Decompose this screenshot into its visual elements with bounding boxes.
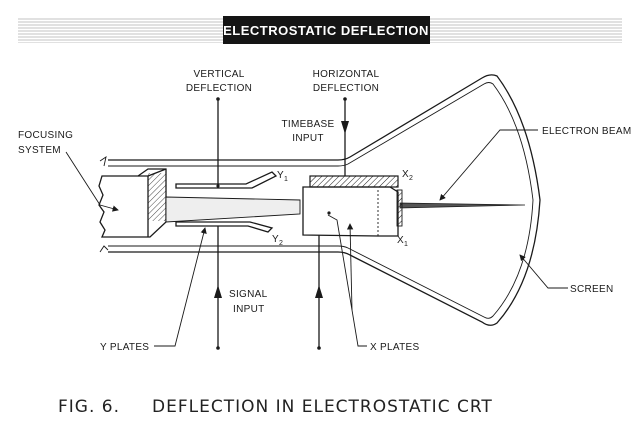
electron-beam-tail — [399, 202, 526, 209]
signal-input-arrow-icon — [214, 285, 222, 298]
x2-plate — [309, 175, 399, 188]
label-y-plates: Y PLATES — [100, 342, 149, 353]
label-focusing-system-1: FOCUSING — [18, 130, 73, 141]
x-input-arrow-icon — [315, 285, 323, 298]
x-plates-leader-dot — [327, 211, 331, 215]
label-timebase-input-1: TIMEBASE — [282, 119, 335, 130]
neck-break-top — [99, 156, 107, 167]
label-focusing-system-2: SYSTEM — [18, 145, 61, 156]
tube-outline-inner — [108, 82, 534, 319]
x-plates-assembly — [302, 175, 403, 237]
x-plate-input-lead — [315, 235, 323, 350]
screen-leader — [519, 254, 568, 289]
focusing-hatch — [148, 173, 166, 221]
header-scanlines-right — [430, 17, 622, 43]
header-title: ELECTROSTATIC DEFLECTION — [223, 23, 429, 38]
y2-plate — [175, 221, 274, 233]
timebase-arrow-icon — [341, 121, 349, 134]
y-plates-leader — [154, 227, 207, 347]
label-horizontal-deflection-2: DEFLECTION — [313, 83, 379, 94]
crt-envelope — [108, 74, 541, 326]
label-y1: Y1 — [277, 170, 288, 183]
header-band: ELECTROSTATIC DEFLECTION — [18, 16, 622, 44]
focusing-system-leader — [65, 151, 119, 212]
label-horizontal-deflection-1: HORIZONTAL — [313, 69, 380, 80]
label-screen: SCREEN — [570, 284, 613, 295]
label-signal-input-2: INPUT — [233, 304, 265, 315]
label-timebase-input-2: INPUT — [292, 133, 324, 144]
label-vertical-deflection-2: DEFLECTION — [186, 83, 252, 94]
neck-break-bottom — [99, 245, 109, 253]
figure-number: FIG. 6. — [58, 397, 120, 417]
focusing-system-block — [98, 168, 167, 238]
y1-plate — [175, 171, 278, 189]
vertical-deflection-lead — [216, 97, 220, 188]
signal-input-lead — [214, 226, 222, 350]
label-electron-beam: ELECTRON BEAM — [542, 126, 631, 137]
tube-outline-outer — [108, 74, 541, 326]
header-title-box — [223, 16, 430, 44]
electron-beam-leader — [439, 129, 538, 201]
x1-plate-edge — [396, 189, 403, 227]
label-x1: X1 — [397, 235, 408, 248]
header-scanlines-left — [18, 17, 223, 43]
electron-beam-path — [165, 196, 301, 223]
x-plates-leader-2 — [346, 223, 354, 311]
label-x2: X2 — [402, 169, 413, 182]
horizontal-deflection-lead — [341, 97, 349, 176]
label-vertical-deflection-1: VERTICAL — [193, 69, 244, 80]
x-plates-leader-1 — [327, 214, 367, 347]
label-signal-input-1: SIGNAL — [229, 289, 268, 300]
label-x-plates: X PLATES — [370, 342, 419, 353]
figure-caption: DEFLECTION IN ELECTROSTATIC CRT — [152, 397, 493, 417]
label-y2: Y2 — [272, 234, 283, 247]
